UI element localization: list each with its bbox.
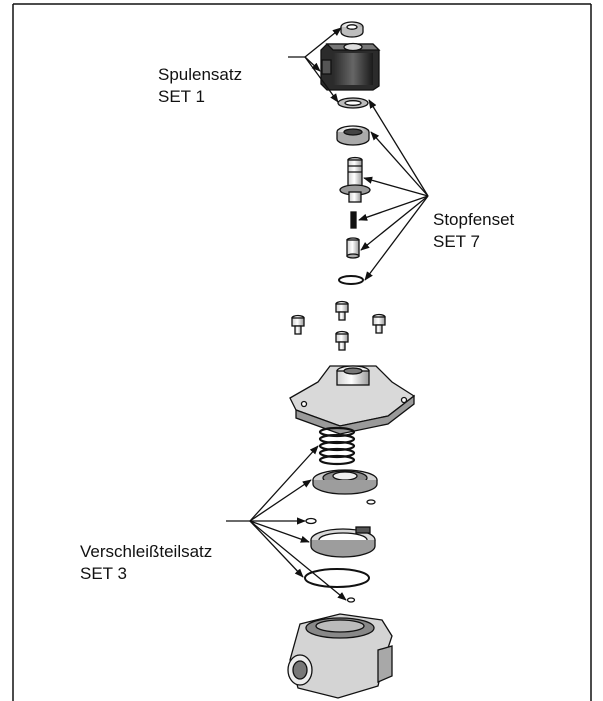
valve-body: [287, 613, 393, 699]
small-o-ring-2: [305, 517, 317, 525]
armature-tube: [339, 156, 371, 203]
body-o-ring: [304, 568, 370, 588]
diaphragm: [312, 469, 378, 495]
coil-set-leaders: [288, 27, 342, 103]
plug-set-name: Stopfenset: [433, 210, 515, 229]
tiny-seal: [346, 597, 356, 603]
plug-set-leaders: [358, 99, 429, 281]
page-border: [12, 3, 592, 701]
coil-set-label: Spulensatz SET 1: [158, 64, 242, 108]
spring: [318, 426, 356, 466]
plunger-pin: [350, 211, 357, 229]
wear-set-number: SET 3: [80, 564, 127, 583]
small-o-ring-1: [366, 499, 376, 505]
leader-lines: [226, 27, 429, 601]
coil-set-name: Spulensatz: [158, 65, 243, 84]
plug-set-label: Stopfenset SET 7: [433, 209, 514, 253]
top-nut: [340, 21, 364, 38]
plug-set-number: SET 7: [433, 232, 480, 251]
seat-ring: [310, 526, 376, 558]
wear-set-leaders: [226, 445, 347, 601]
coil: [320, 42, 381, 91]
plug-o-ring: [338, 275, 364, 285]
wear-set-label: Verschleißteilsatz SET 3: [80, 541, 212, 585]
coil-set-number: SET 1: [158, 87, 205, 106]
valve-cover: [289, 365, 416, 435]
plunger: [346, 237, 360, 259]
wear-set-name: Verschleißteilsatz: [80, 542, 213, 561]
armature-nut: [336, 125, 370, 146]
screws: [291, 300, 386, 351]
parts-stack: [287, 21, 416, 699]
